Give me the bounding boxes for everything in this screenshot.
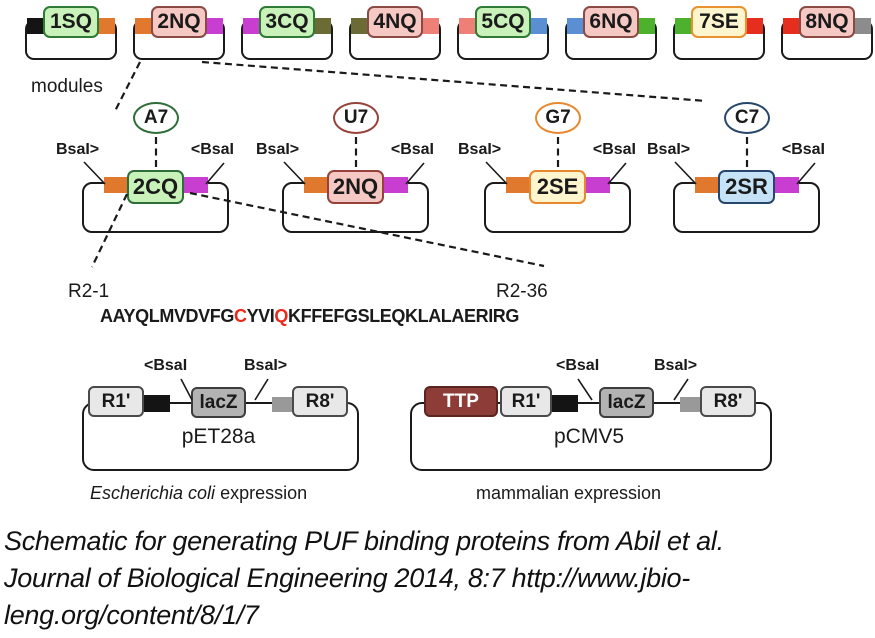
module-tag: 2CQ [127, 170, 184, 204]
construct-c7-2sr: 2SR C7 BsaI> <BsaI [647, 100, 847, 240]
linker-gray [272, 397, 293, 412]
module-tag: 5CQ [475, 6, 531, 38]
figure-caption: Schematic for generating PUF binding pro… [4, 523, 724, 634]
module-tag: 2NQ [151, 6, 207, 38]
species-name: Escherichia coli [90, 483, 216, 503]
sequence-segment: KFFEFGSLEQKLALAERIRG [288, 306, 519, 326]
construct-u7-2nq: 2NQ U7 BsaI> <BsaI [256, 100, 456, 240]
fusion-site-right [182, 177, 208, 193]
bsal-label-left: BsaI> [647, 141, 691, 158]
module-5cq: 5CQ [449, 6, 557, 70]
linker-black [144, 395, 170, 412]
module-6nq: 6NQ [557, 6, 665, 70]
bsal-label-left: <BsaI [144, 357, 188, 374]
fusion-site-left [506, 177, 532, 193]
bsal-label-right: BsaI> [654, 357, 698, 374]
protein-sequence: AAYQLMVDVFGCYVIQKFFEFGSLEQKLALAERIRG [100, 306, 519, 327]
modules-row-label: modules [31, 76, 103, 97]
bsal-label-left: BsaI> [458, 141, 502, 158]
repeat-range-end-label: R2-36 [496, 281, 548, 302]
base-circle: G7 [535, 102, 581, 134]
pet28a-plasmid: <BsaI BsaI> R1' lacZ R8' pET28a Escheric… [82, 355, 362, 525]
module-tag: 7SE [691, 6, 747, 38]
caption-line: Schematic for generating PUF binding pro… [4, 526, 724, 556]
sequence-segment: YVI [246, 306, 275, 326]
repeat-range-start-label: R2-1 [68, 281, 110, 302]
module-tag: 2NQ [327, 170, 384, 204]
plasmid-name: pET28a [181, 425, 256, 448]
gene-lacz: lacZ [191, 387, 246, 418]
module-7se: 7SE [665, 6, 773, 70]
bsal-label-left: <BsaI [556, 357, 600, 374]
module-tag: 3CQ [259, 6, 315, 38]
sequence-highlight: C [233, 306, 247, 326]
sequence-highlight: Q [274, 306, 288, 326]
module-tag: 8NQ [799, 6, 855, 38]
module-tag: 2SE [529, 170, 586, 204]
module-4nq: 4NQ [341, 6, 449, 70]
linker-black [552, 395, 578, 412]
module-tag: 6NQ [583, 6, 639, 38]
gene-r1: R1' [88, 386, 144, 417]
bsal-label-right: <BsaI [592, 141, 636, 158]
fusion-site-left [304, 177, 330, 193]
gene-r8: R8' [700, 386, 756, 417]
caption-rest: expression [215, 483, 308, 503]
base-circle: C7 [724, 102, 770, 134]
expression-caption: mammalian expression [476, 483, 662, 503]
sequence-segment: AAYQLMVDVFG [100, 306, 234, 326]
fusion-site-right [382, 177, 408, 193]
gene-ttp: TTP [424, 386, 498, 417]
caption-line: Journal of Biological Engineering 2014, … [4, 563, 690, 593]
bsal-label-right: <BsaI [190, 141, 234, 158]
caption-line: leng.org/content/8/1/7 [4, 600, 259, 630]
fusion-site-left [695, 177, 721, 193]
module-1sq: 1SQ [17, 6, 125, 70]
gene-r1: R1' [500, 386, 552, 417]
bsal-label-right: BsaI> [244, 357, 288, 374]
fusion-site-right [773, 177, 799, 193]
fusion-site-left [104, 177, 130, 193]
expression-caption: Escherichia coli expression [90, 483, 307, 504]
gene-lacz: lacZ [599, 387, 654, 418]
module-3cq: 3CQ [233, 6, 341, 70]
module-2nq: 2NQ [125, 6, 233, 70]
gene-r8: R8' [292, 386, 348, 417]
module-tag: 4NQ [367, 6, 423, 38]
module-8nq: 8NQ [773, 6, 875, 70]
plasmid-name: pCMV5 [553, 425, 625, 448]
module-tag: 1SQ [43, 6, 99, 38]
pcmv5-plasmid: <BsaI BsaI> TTP R1' lacZ R8' pCMV5 mamma… [410, 355, 775, 525]
construct-g7-2se: 2SE G7 BsaI> <BsaI [458, 100, 658, 240]
module-tag: 2SR [718, 170, 775, 204]
fusion-site-right [584, 177, 610, 193]
bsal-label-left: BsaI> [256, 141, 300, 158]
bsal-label-right: <BsaI [781, 141, 825, 158]
linker-gray [680, 397, 701, 412]
bsal-label-left: BsaI> [56, 141, 100, 158]
base-circle: A7 [133, 102, 179, 134]
bsal-label-right: <BsaI [390, 141, 434, 158]
base-circle: U7 [333, 102, 379, 134]
construct-a7-2cq: 2CQ A7 BsaI> <BsaI [56, 100, 256, 240]
